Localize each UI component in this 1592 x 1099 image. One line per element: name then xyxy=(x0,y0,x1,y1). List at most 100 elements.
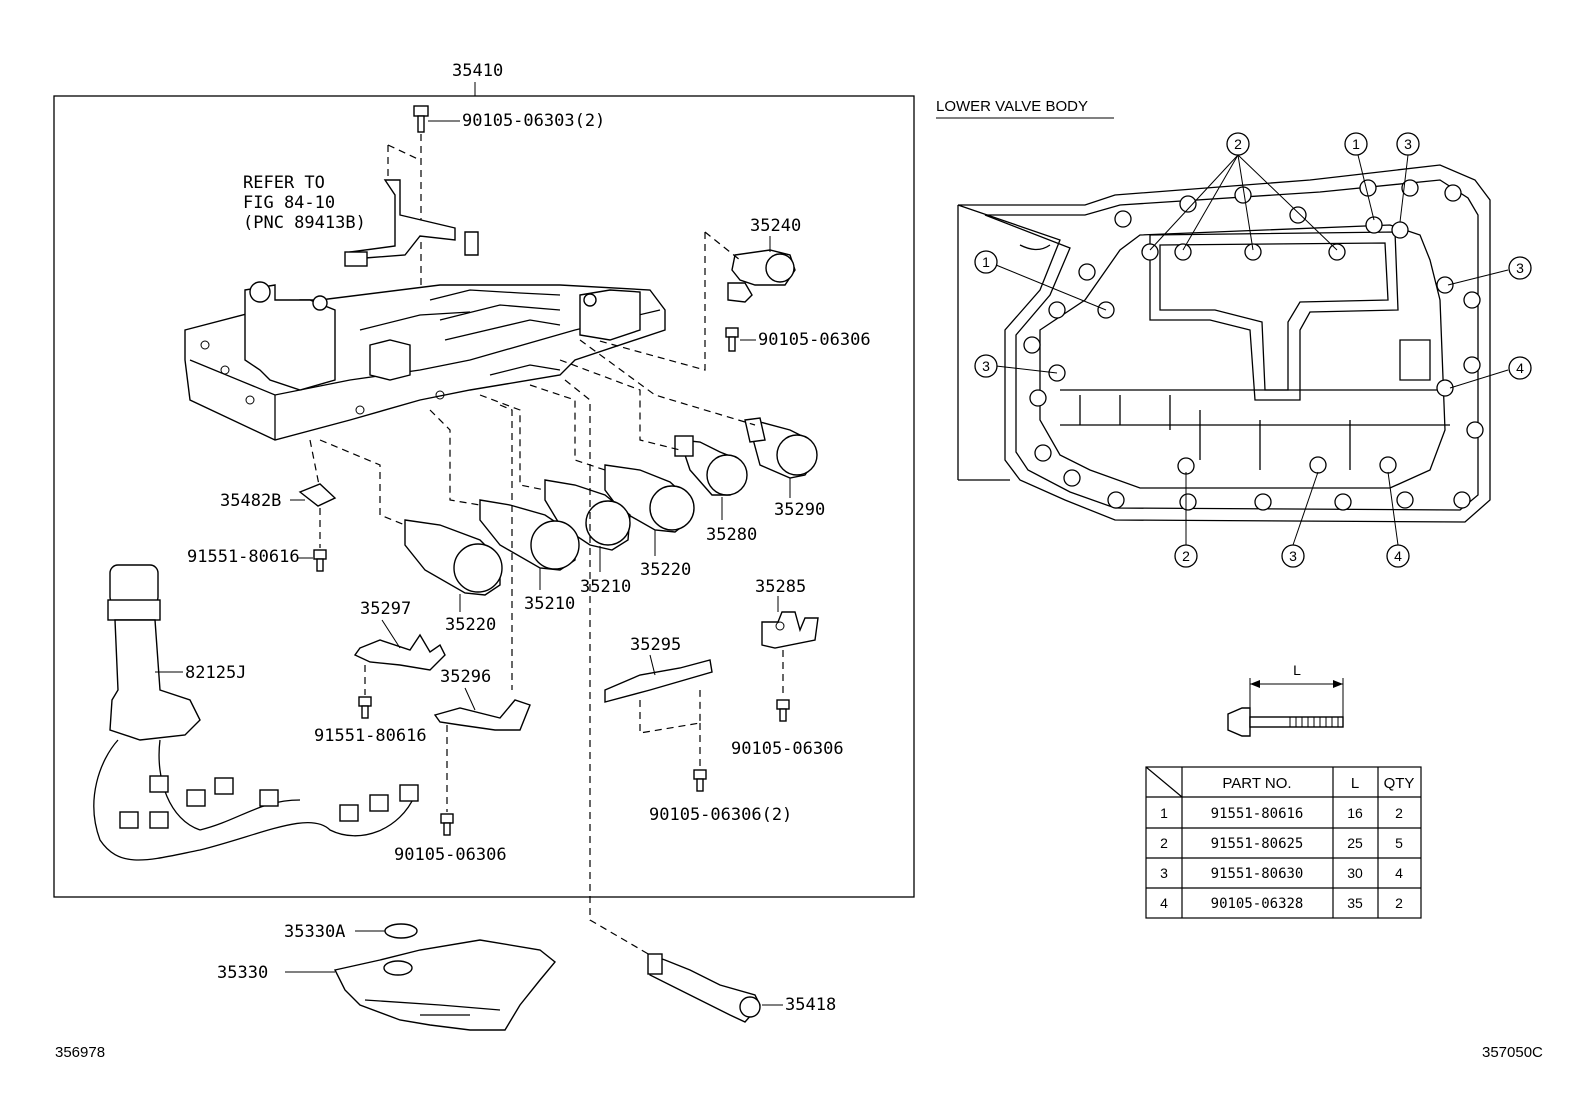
label-35295[interactable]: 35295 xyxy=(630,635,681,655)
table-row-1-part: 91551-80616 xyxy=(1211,806,1304,822)
bolt-90105-06306-b xyxy=(776,699,790,722)
table-row-1-l: 16 xyxy=(1347,805,1363,821)
label-35220-b[interactable]: 35220 xyxy=(640,560,691,580)
label-35240[interactable]: 35240 xyxy=(750,216,801,236)
bolt-90105-06306-2 xyxy=(693,769,707,792)
label-35330A[interactable]: 35330A xyxy=(284,922,345,942)
refer-note-line-1: REFER TO xyxy=(243,173,325,193)
lower-valve-body-heading: LOWER VALVE BODY xyxy=(936,98,1088,115)
callout-circle-4-bottom: 4 xyxy=(1386,544,1410,568)
bracket-35482B xyxy=(290,483,337,507)
table-row-1-idx: 1 xyxy=(1160,805,1168,821)
solenoid-35220-b xyxy=(604,464,695,533)
table-row-4-qty: 2 xyxy=(1395,895,1403,911)
svg-text:2: 2 xyxy=(1182,548,1190,564)
solenoid-35220-a xyxy=(404,519,503,596)
footer-right-code: 357050C xyxy=(1482,1044,1543,1061)
clip-35285 xyxy=(761,596,819,649)
table-row-3-qty: 4 xyxy=(1395,865,1403,881)
label-91551-80616-b[interactable]: 91551-80616 xyxy=(314,726,427,746)
label-35290[interactable]: 35290 xyxy=(774,500,825,520)
label-90105-06303[interactable]: 90105-06303(2) xyxy=(462,111,605,131)
bolt-90105-06306-c xyxy=(440,813,454,836)
callout-circle-3-left: 3 xyxy=(974,354,998,378)
dimension-label-L: L xyxy=(1293,662,1301,678)
svg-text:3: 3 xyxy=(1289,548,1297,564)
svg-text:1: 1 xyxy=(1352,136,1360,152)
callout-circle-3-top: 3 xyxy=(1396,132,1420,156)
callout-circle-3-bottom: 3 xyxy=(1281,544,1305,568)
label-35280[interactable]: 35280 xyxy=(706,525,757,545)
lower-valve-body-outline xyxy=(957,164,1491,523)
label-35418[interactable]: 35418 xyxy=(785,995,836,1015)
label-82125J[interactable]: 82125J xyxy=(185,663,246,683)
solenoid-35210-b xyxy=(544,479,631,551)
footer-left-code: 356978 xyxy=(55,1044,105,1061)
o-ring-35330A xyxy=(384,923,418,939)
label-35210-b[interactable]: 35210 xyxy=(580,577,631,597)
label-35210-a[interactable]: 35210 xyxy=(524,594,575,614)
table-row-3-idx: 3 xyxy=(1160,865,1168,881)
solenoid-35240 xyxy=(727,236,796,303)
assembly-part-number[interactable]: 35410 xyxy=(452,61,503,81)
table-header-qty: QTY xyxy=(1384,775,1415,792)
oil-strainer-35330 xyxy=(285,939,556,1031)
bolt-91551-80616-b xyxy=(358,696,372,719)
label-35482B[interactable]: 35482B xyxy=(220,491,281,511)
label-90105-06306-b[interactable]: 90105-06306 xyxy=(731,739,844,759)
wire-harness-82125J xyxy=(93,564,419,861)
callout-circle-2-bottom: 2 xyxy=(1174,544,1198,568)
table-row-3-l: 30 xyxy=(1347,865,1363,881)
callout-circle-3-right: 3 xyxy=(1508,256,1532,280)
solenoid-35290 xyxy=(744,417,818,479)
solenoid-35280 xyxy=(674,435,748,496)
refer-note-line-3[interactable]: (PNC 89413B) xyxy=(243,213,366,233)
svg-text:2: 2 xyxy=(1234,136,1242,152)
refer-note-line-2: FIG 84-10 xyxy=(243,193,335,213)
table-header-part-no: PART NO. xyxy=(1222,775,1291,792)
table-row-1-qty: 2 xyxy=(1395,805,1403,821)
svg-text:4: 4 xyxy=(1516,360,1524,376)
assembly-frame xyxy=(53,95,915,898)
table-header-l: L xyxy=(1351,775,1359,792)
bolt-90105-06303 xyxy=(413,105,460,133)
solenoid-35210-a xyxy=(479,499,580,571)
table-row-2-part: 91551-80625 xyxy=(1211,836,1304,852)
bolt-91551-80616-a xyxy=(298,549,327,572)
label-90105-06306-2[interactable]: 90105-06306(2) xyxy=(649,805,792,825)
label-35220-a[interactable]: 35220 xyxy=(445,615,496,635)
label-35330[interactable]: 35330 xyxy=(217,963,268,983)
label-35296[interactable]: 35296 xyxy=(440,667,491,687)
svg-text:4: 4 xyxy=(1394,548,1402,564)
bolt-90105-06306-a xyxy=(725,327,756,352)
table-row-3-part: 91551-80630 xyxy=(1211,866,1304,882)
bracket-35297 xyxy=(353,619,446,671)
lower-valve-body-bolt-holes xyxy=(1023,179,1484,511)
table-row-2-idx: 2 xyxy=(1160,835,1168,851)
label-90105-06306-c[interactable]: 90105-06306 xyxy=(394,845,507,865)
label-91551-80616-a[interactable]: 91551-80616 xyxy=(187,547,300,567)
callout-leaders xyxy=(995,154,1509,546)
table-row-4-idx: 4 xyxy=(1160,895,1168,911)
valve-body-assembly xyxy=(184,281,666,441)
bolt-length-diagram: L xyxy=(1227,662,1344,737)
table-row-4-l: 35 xyxy=(1347,895,1363,911)
label-90105-06306-a[interactable]: 90105-06306 xyxy=(758,330,871,350)
bolt-spec-table: PART NO. L QTY 1 91551-80616 16 2 2 9155… xyxy=(1145,766,1422,919)
table-row-2-qty: 5 xyxy=(1395,835,1403,851)
svg-text:3: 3 xyxy=(982,358,990,374)
detent-spring-bracket xyxy=(344,144,479,267)
svg-text:3: 3 xyxy=(1404,136,1412,152)
label-35297[interactable]: 35297 xyxy=(360,599,411,619)
callout-circle-2-top: 2 xyxy=(1226,132,1250,156)
table-row-2-l: 25 xyxy=(1347,835,1363,851)
svg-text:1: 1 xyxy=(982,254,990,270)
callout-circle-1-left: 1 xyxy=(974,250,998,274)
callout-circle-1-top: 1 xyxy=(1344,132,1368,156)
plate-35295 xyxy=(604,654,713,703)
manual-valve-35418 xyxy=(647,953,783,1023)
svg-text:3: 3 xyxy=(1516,260,1524,276)
bracket-35296 xyxy=(433,687,531,731)
label-35285[interactable]: 35285 xyxy=(755,577,806,597)
